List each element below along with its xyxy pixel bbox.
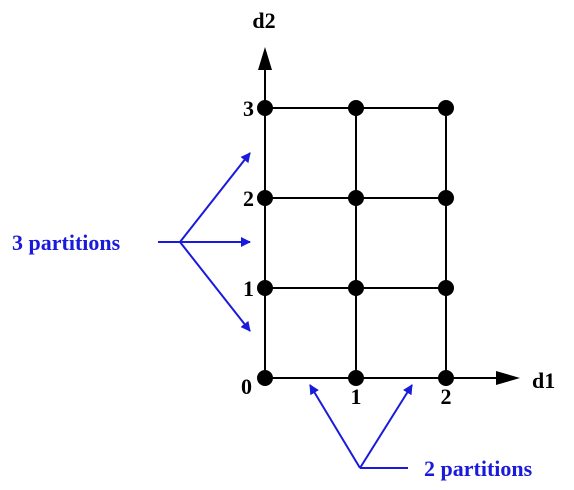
origin-label: 0	[241, 374, 252, 399]
horizontal-partitions-annotation: 2 partitions	[309, 384, 533, 481]
y-axis-arrowhead	[258, 47, 272, 70]
horizontal-partitions-arrow-left	[309, 384, 361, 469]
node-2-1	[438, 280, 454, 296]
y-tick-label-3: 3	[243, 96, 254, 121]
axes	[258, 47, 520, 385]
node-1-3	[348, 100, 364, 116]
x-axis-label: d1	[532, 368, 555, 393]
x-tick-label-2: 2	[441, 384, 452, 409]
vertical-partitions-arrow-upper	[179, 152, 251, 243]
node-2-0	[438, 370, 454, 386]
node-1-2	[348, 190, 364, 206]
node-2-3	[438, 100, 454, 116]
vertical-partitions-arrow-lower	[179, 241, 251, 332]
node-1-0	[348, 370, 364, 386]
grid-lines	[265, 107, 447, 378]
vertical-partitions-label: 3 partitions	[12, 230, 121, 255]
node-0-2	[257, 190, 273, 206]
node-0-1	[257, 280, 273, 296]
x-axis-arrowhead	[496, 371, 520, 385]
horizontal-partitions-label: 2 partitions	[424, 456, 533, 481]
y-axis-label: d2	[252, 8, 275, 33]
y-tick-label-1: 1	[243, 276, 254, 301]
horizontal-partitions-arrow-right	[359, 384, 413, 469]
node-0-3	[257, 100, 273, 116]
x-tick-label-1: 1	[351, 384, 362, 409]
y-tick-label-2: 2	[243, 186, 254, 211]
node-2-2	[438, 190, 454, 206]
node-0-0	[257, 370, 273, 386]
node-1-1	[348, 280, 364, 296]
grid-nodes	[257, 100, 454, 386]
vertical-partitions-annotation: 3 partitions	[12, 152, 251, 332]
